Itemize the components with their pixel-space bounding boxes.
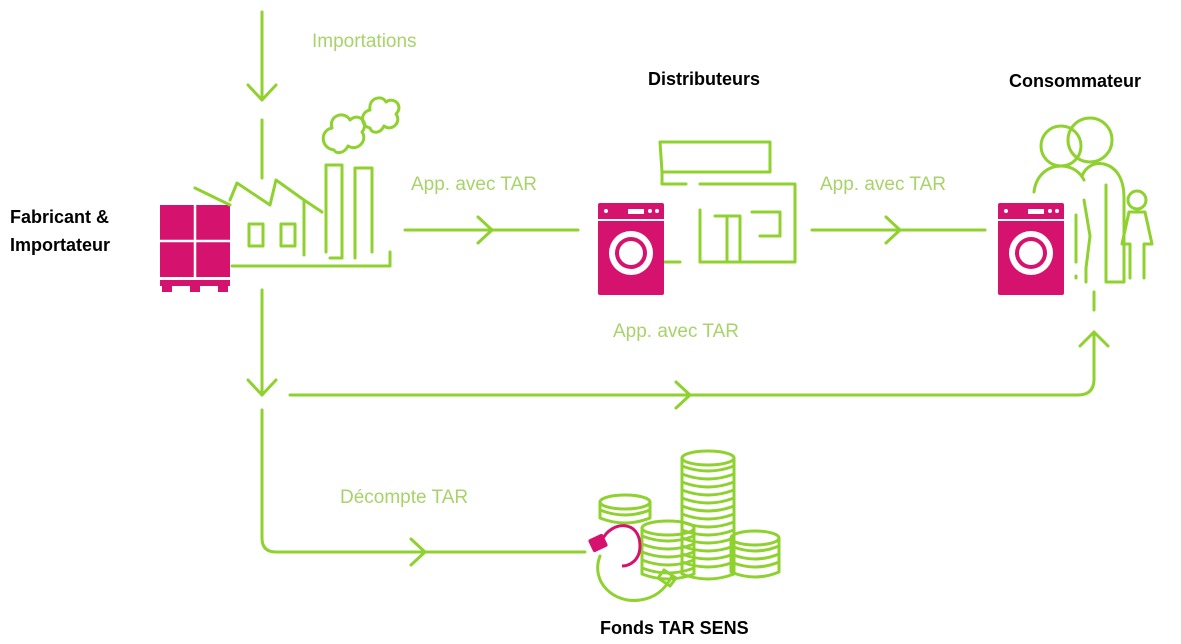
import-arrow: [246, 10, 278, 102]
label-decompte: Décompte TAR: [340, 487, 469, 508]
shop-icon: [658, 140, 797, 264]
label-consommateur: Consommateur: [1009, 71, 1142, 91]
arrow-to-distributor: [403, 215, 580, 245]
label-distributeurs: Distributeurs: [648, 69, 761, 89]
pallet-icon: [160, 205, 230, 292]
label-importations: Importations: [312, 31, 417, 52]
label-fabricant: Fabricant & Importateur: [10, 203, 110, 259]
label-flow-to-distributor: App. avec TAR: [411, 174, 538, 195]
arrow-to-consumer: [810, 215, 987, 245]
connectors: [246, 10, 1110, 567]
trunk-chevron: [246, 378, 278, 397]
washing-machine-icon: [598, 203, 664, 295]
label-fabricant-line1: Fabricant &: [10, 207, 110, 227]
family-icon: [1032, 116, 1154, 284]
label-fabricant-line2: Importateur: [10, 235, 111, 255]
coin-stacks-icon: [598, 449, 781, 581]
factory-icon: [193, 96, 401, 268]
label-flow-direct: App. avec TAR: [613, 321, 740, 342]
arrow-to-fund: [260, 408, 587, 567]
washing-machine-icon: [998, 203, 1064, 295]
label-fonds: Fonds TAR SENS: [600, 618, 749, 638]
arrow-direct-to-consumer: [288, 290, 1110, 410]
plug-icon: [588, 524, 678, 602]
label-flow-to-consumer: App. avec TAR: [820, 174, 947, 195]
